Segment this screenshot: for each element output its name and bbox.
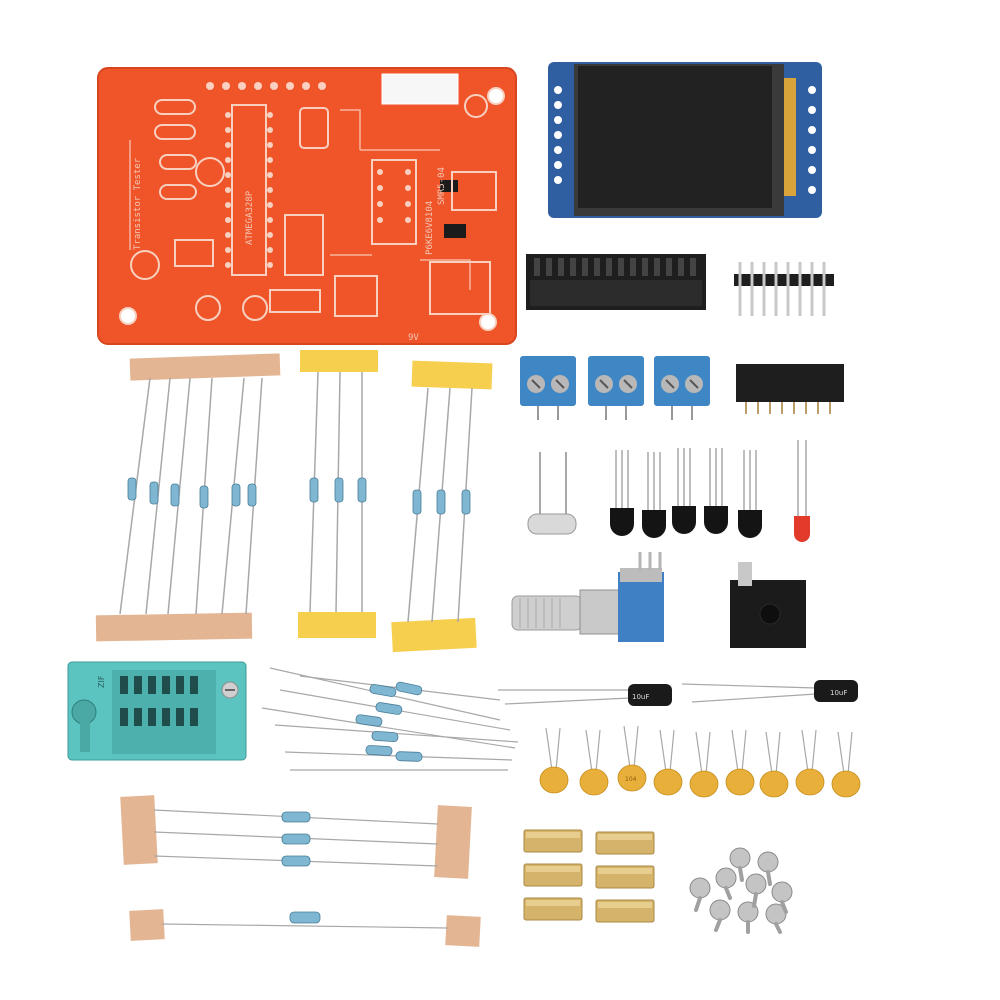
screw-terminal xyxy=(654,356,710,420)
pcb-chip-text: ATMEGA328P xyxy=(245,190,255,245)
screw-terminals xyxy=(520,356,710,420)
pcb-title-text: Transistor Tester xyxy=(133,157,143,250)
zif-label: ZIF xyxy=(97,675,106,688)
ceramic-capacitors: 104 xyxy=(539,725,861,798)
zif-socket: ZIF xyxy=(67,661,247,761)
resistor-strip-2 xyxy=(298,350,378,638)
dc-power-jack xyxy=(730,562,806,648)
male-pin-header xyxy=(734,262,834,316)
brass-standoffs xyxy=(523,829,655,923)
screws xyxy=(689,847,793,934)
transistors xyxy=(610,448,762,538)
pcb-chip2-text: P6KE6V8104 xyxy=(425,201,435,255)
screw-terminal xyxy=(520,356,576,420)
pcb-board: ATMEGA328P xyxy=(97,67,517,345)
ic-socket xyxy=(526,254,706,310)
pcb-voltage-text: 9V xyxy=(408,333,419,343)
crystal-oscillator xyxy=(527,452,577,535)
electrolytic-capacitor: 10uF xyxy=(498,684,672,706)
loose-resistors xyxy=(261,667,519,771)
red-led xyxy=(794,440,810,542)
electrolytic-capacitor: 10uF xyxy=(681,680,858,703)
resistor-strip-3 xyxy=(391,360,493,653)
female-pin-header xyxy=(736,364,844,414)
pcb-regulator-text: SMR5-04 xyxy=(437,167,447,205)
rotary-encoder xyxy=(511,552,664,642)
lcd-module xyxy=(548,62,822,218)
resistor-strip-5 xyxy=(129,909,481,947)
electrolytic-capacitors: 10uF 10uF xyxy=(498,680,858,706)
screw-terminal xyxy=(588,356,644,420)
electrolytic-cap-label-2: 10uF xyxy=(830,689,847,697)
electrolytic-cap-label-1: 10uF xyxy=(632,693,649,701)
ceramic-cap-label: 104 xyxy=(625,776,637,783)
resistor-strip-4 xyxy=(120,795,472,879)
resistor-strip-1 xyxy=(95,353,281,642)
